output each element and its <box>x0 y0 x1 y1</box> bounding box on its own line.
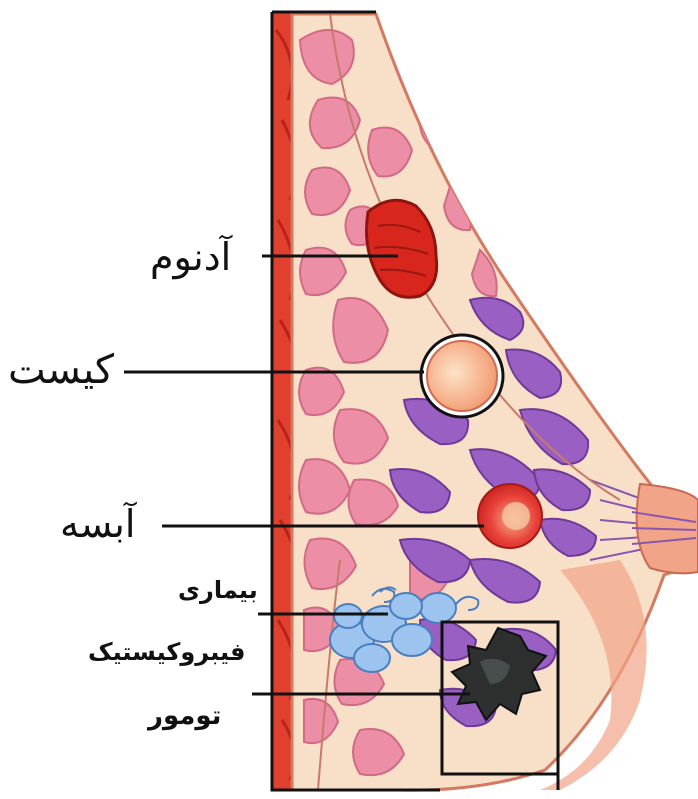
label-cyst: کیست <box>8 350 114 390</box>
label-fibrocystic-line2: فیبروکیستیک <box>88 640 246 664</box>
cyst <box>421 335 503 417</box>
label-tumor: تومور <box>148 703 221 729</box>
label-fibrocystic-line1: بیماری <box>178 578 258 602</box>
label-abscess: آبسه <box>60 505 135 543</box>
abscess <box>478 484 542 548</box>
label-adenoma: آدنوم <box>150 238 231 276</box>
